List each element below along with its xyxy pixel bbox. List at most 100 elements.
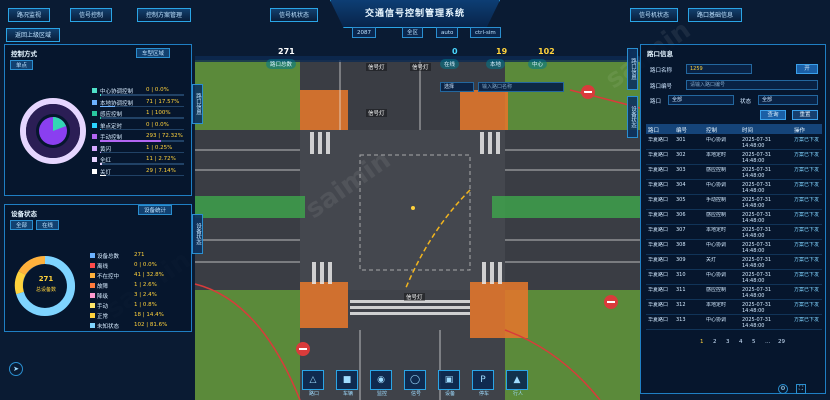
page-button[interactable]: 29	[778, 339, 785, 345]
vtab-device-status[interactable]: 设备状态	[627, 96, 638, 138]
table-column-header[interactable]: 路口	[648, 128, 660, 134]
filter-intersection-select[interactable]: 全部	[668, 95, 734, 105]
tool-button-label: 监控	[376, 391, 387, 397]
legend-name: 不在控中	[97, 274, 120, 280]
table-cell: 本地定时	[706, 227, 727, 233]
device-stat-chip[interactable]: 设备统计	[138, 205, 173, 215]
legend-bar-fill	[100, 128, 101, 130]
table-column-header[interactable]: 操作	[794, 128, 806, 134]
legend-swatch	[92, 145, 97, 151]
table-cell: 方案已下发	[794, 242, 820, 248]
table-column-header[interactable]: 时间	[742, 128, 754, 134]
page-button[interactable]: 5	[752, 339, 756, 345]
table-cell: 感应控制	[706, 212, 727, 218]
tab-online[interactable]: 在线	[36, 220, 60, 230]
legend-value: 1 | 0.8%	[134, 302, 157, 308]
tab-intersection-info[interactable]: 路口基础信息	[688, 8, 743, 22]
page-button[interactable]: 2	[713, 339, 717, 345]
table-cell: 303	[676, 167, 686, 173]
tool-button[interactable]: ▣设备	[438, 370, 460, 397]
table-column-header[interactable]: 控制	[706, 128, 718, 134]
legend-value: 293 | 72.32%	[146, 133, 183, 139]
region-back-button[interactable]: 返回上级区域	[6, 28, 61, 42]
tab-signal-status[interactable]: 信号机状态	[270, 8, 319, 22]
query-button[interactable]: 查询	[760, 110, 786, 120]
tab-single-point[interactable]: 单点	[10, 60, 34, 70]
table-cell: 华夏路口	[648, 167, 669, 173]
tool-button[interactable]: △路口	[302, 370, 324, 397]
legend-value: 102 | 81.6%	[134, 322, 168, 328]
tab-all[interactable]: 全部	[10, 220, 34, 230]
sim-select[interactable]: ctrl-sim	[470, 27, 501, 38]
mode-select[interactable]: auto	[436, 27, 459, 38]
table-cell: 309	[676, 257, 686, 263]
tab-plan-management[interactable]: 控制方案管理	[137, 8, 192, 22]
table-cell: 中心协调	[706, 272, 727, 278]
table-column-header[interactable]: 编号	[676, 128, 688, 134]
legend-bar-fill	[100, 105, 115, 107]
year-select[interactable]: 2087	[352, 27, 376, 38]
vtab-device[interactable]: 设备状态	[192, 214, 203, 254]
compass-icon[interactable]: ➤	[9, 362, 23, 376]
area-select[interactable]: 全区	[402, 27, 424, 38]
table-cell: 2025-07-31 14:48:00	[742, 167, 772, 179]
route-select[interactable]: 选择	[440, 82, 474, 92]
reset-button[interactable]: 重置	[792, 110, 818, 120]
table-cell: 手动控制	[706, 197, 727, 203]
vtab-intersection-info[interactable]: 路口信息	[627, 48, 638, 90]
tool-button[interactable]: ▲行人	[506, 370, 528, 397]
filter-code-input[interactable]: 请输入路口编号	[686, 80, 818, 90]
table-cell: 方案已下发	[794, 302, 820, 308]
legend-bar-fill	[100, 151, 101, 153]
legend-swatch	[90, 273, 95, 278]
legend-name: 设备总数	[97, 254, 120, 260]
filter-status-select[interactable]: 全部	[758, 95, 818, 105]
route-search-input[interactable]: 输入路口名称	[478, 82, 564, 92]
page-button[interactable]: 4	[739, 339, 743, 345]
table-cell: 方案已下发	[794, 257, 820, 263]
filter-label-intersection: 路口	[650, 99, 662, 105]
table-cell: 本地定时	[706, 152, 727, 158]
tab-traffic-monitor[interactable]: 路况监视	[8, 8, 51, 22]
settings-icon[interactable]: ⚙	[778, 384, 788, 394]
tool-button[interactable]: ◯信号	[404, 370, 426, 397]
row-divider	[646, 224, 822, 225]
tool-button[interactable]: ◉监控	[370, 370, 392, 397]
stat-value-local: 19	[496, 47, 508, 56]
tab-signal-status-right[interactable]: 信号机状态	[630, 8, 679, 22]
tab-signal-control[interactable]: 信号控制	[70, 8, 113, 22]
vtab-control[interactable]: 路口信息	[192, 84, 203, 124]
table-cell: 方案已下发	[794, 167, 820, 173]
legend-bar	[100, 94, 184, 96]
filter-name-input[interactable]: 1259	[686, 64, 752, 74]
page-button[interactable]: 3	[726, 339, 730, 345]
page-button[interactable]: …	[765, 339, 771, 345]
fullscreen-icon[interactable]: ⛶	[796, 384, 806, 394]
filter-toggle[interactable]: 开	[796, 64, 818, 74]
table-cell: 华夏路口	[648, 302, 669, 308]
page-button[interactable]: 1	[700, 339, 704, 345]
legend-swatch	[92, 111, 97, 116]
vehicle-area-chip[interactable]: 车型区域	[136, 48, 171, 58]
tool-button[interactable]: ■车辆	[336, 370, 358, 397]
legend-bar	[100, 163, 184, 165]
legend-value: 0 | 0.0%	[134, 262, 157, 268]
table-cell: 方案已下发	[794, 212, 820, 218]
